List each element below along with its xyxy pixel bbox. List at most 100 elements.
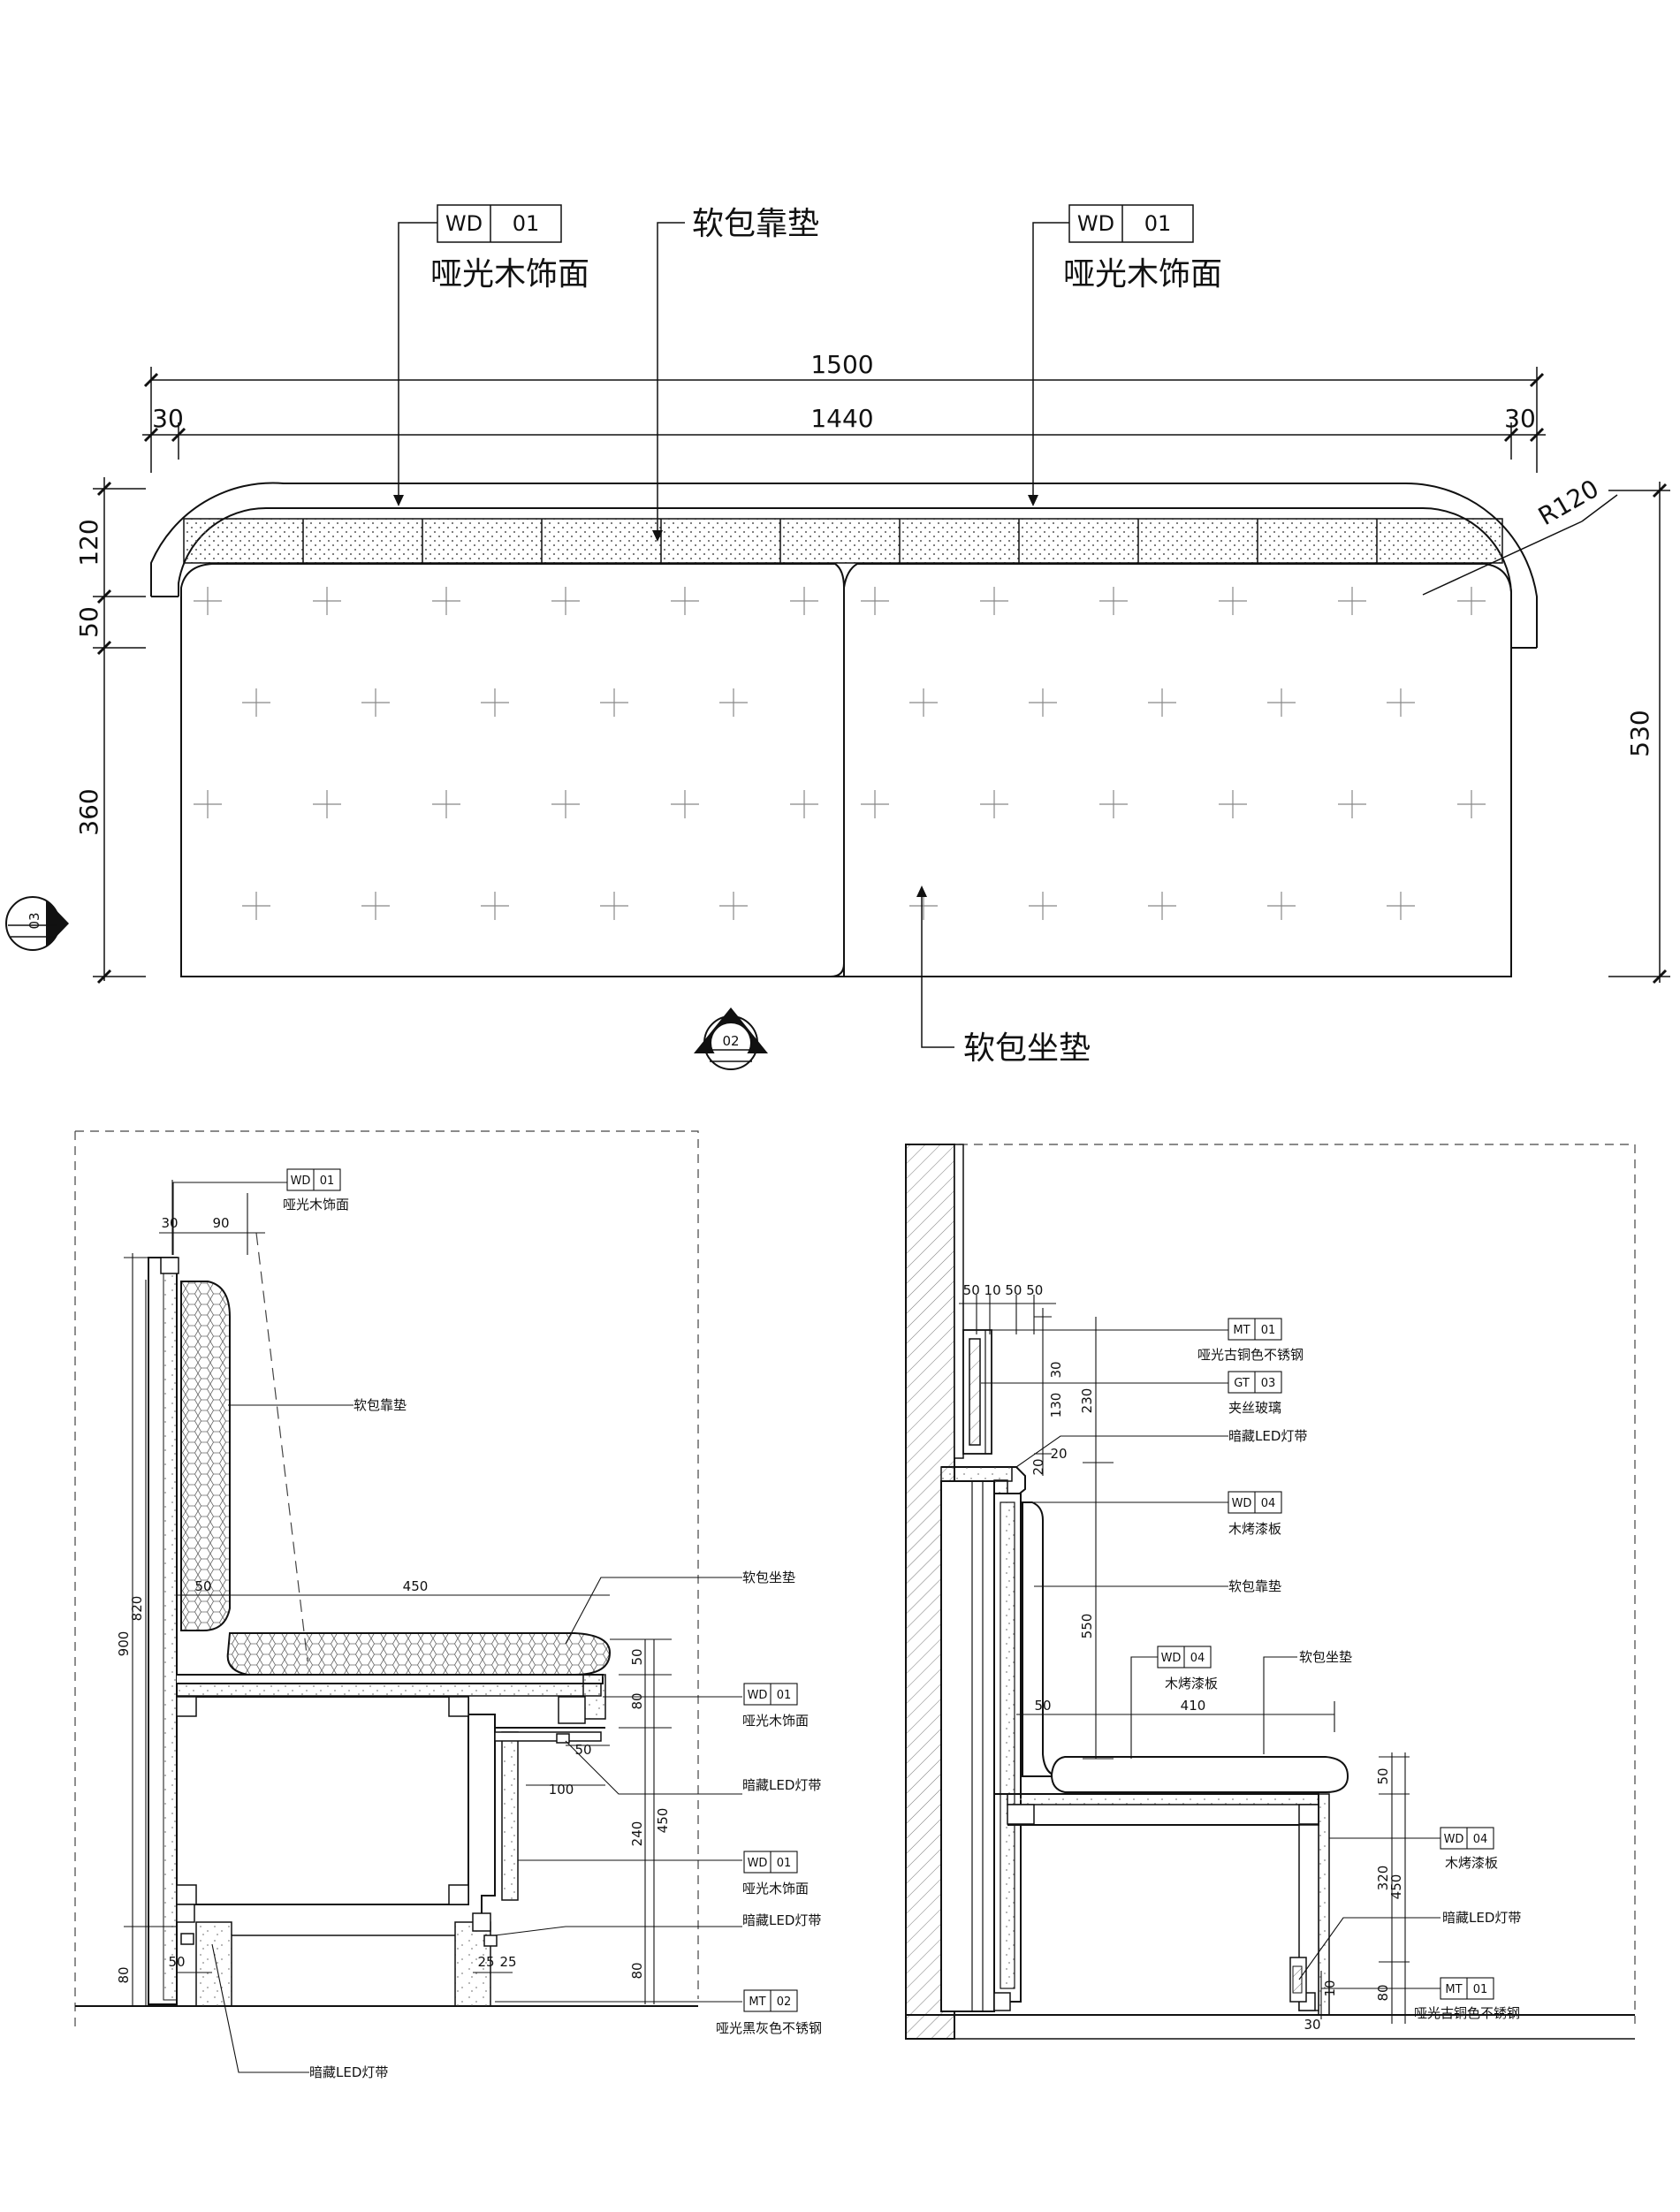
sr-dim-410: 410 [1181,1698,1206,1714]
sr-tag4-label: 木烤漆板 [1165,1676,1218,1691]
dim-1500: 1500 [810,350,873,379]
plan-tag-right-label: 哑光木饰面 [1063,256,1222,293]
sl-dim-80c: 80 [629,1962,645,1979]
section-mark-03: 03 [5,896,69,951]
sr-dim-450: 450 [1388,1874,1404,1900]
sl-dim-50d: 50 [168,1954,185,1970]
plan-tag-right-num: 01 [1144,211,1172,236]
sr-tag1-num: 01 [1261,1324,1276,1337]
plan-dimensions [93,367,1670,984]
sl-tag-mid2-label: 哑光木饰面 [742,1881,809,1897]
sl-label-led2: 暗藏LED灯带 [742,1912,821,1928]
sl-dim-50b: 50 [629,1648,645,1665]
sr-label-led2: 暗藏LED灯带 [1442,1910,1521,1926]
sr-tag2-code: GT [1234,1377,1250,1390]
sl-dim-80a: 80 [116,1966,132,1983]
sr-tag5-num: 04 [1473,1833,1488,1846]
sr-dim-20a: 20 [1030,1458,1046,1475]
sl-tag-mid2-code: WD [748,1857,768,1870]
sr-dim-50: 50 [1034,1698,1051,1714]
plan-tag-left-label: 哑光木饰面 [430,256,589,293]
sr-dim-30b: 30 [1304,2017,1320,2033]
sr-label-led1: 暗藏LED灯带 [1228,1428,1307,1444]
sl-tag-top-num: 01 [320,1174,335,1188]
sl-tag-bottom-code: MT [749,1995,765,2009]
sl-tag-mid1-label: 哑光木饰面 [742,1713,809,1729]
sr-dim-30: 30 [1048,1361,1064,1378]
plan-tag-left-num: 01 [513,211,540,236]
sr-dim-20b: 20 [1050,1446,1067,1462]
sl-dim-450h: 450 [655,1808,671,1834]
sr-tag6-code: MT [1445,1983,1462,1996]
dim-530: 530 [1625,710,1654,756]
sr-dim-80: 80 [1375,1984,1391,2001]
plan-view [150,482,1538,977]
sl-tag-bottom-label: 哑光黑灰色不锈钢 [716,2020,822,2036]
section-left-leaders [172,1168,798,2073]
section-mark-03-label: 03 [27,912,42,929]
plan-back-cushion-label: 软包靠垫 [692,206,819,242]
sr-tag2-label: 夹丝玻璃 [1228,1400,1281,1416]
sr-label-seat: 软包坐垫 [1299,1649,1352,1665]
plan-tag-left-code: WD [445,211,483,236]
sl-tag-top-code: WD [291,1174,311,1188]
sr-dim-50b: 50 [1375,1767,1391,1784]
sl-label-led1: 暗藏LED灯带 [742,1777,821,1793]
sl-dim-90: 90 [212,1215,229,1231]
sl-tag-bottom-num: 02 [777,1995,792,2009]
seat-cushion-right [843,563,1512,977]
back-cushion-dividers [302,519,1378,563]
dim-120: 120 [74,519,103,566]
plan-outer-frame [150,482,1538,648]
sr-dim-320: 320 [1375,1866,1391,1891]
sr-dim-top: 50 10 50 50 [963,1282,1044,1298]
tufting-marks [194,587,1486,920]
sr-tag3-label: 木烤漆板 [1228,1521,1281,1537]
sl-tag-mid1-num: 01 [777,1689,792,1702]
sr-tag1-code: MT [1233,1324,1250,1337]
section-left [74,1130,699,2033]
sl-label-led3: 暗藏LED灯带 [309,2064,388,2080]
section-left-dims [124,1180,672,2006]
section-mark-02: 02 [694,1007,768,1070]
dim-30-right: 30 [1504,404,1536,433]
sr-tag1-label: 哑光古铜色不锈钢 [1197,1347,1304,1363]
plan-tag-right-code: WD [1077,211,1114,236]
sr-tag6-label: 哑光古铜色不锈钢 [1414,2005,1520,2021]
sl-dim-50a: 50 [194,1578,211,1594]
sl-dim-450w: 450 [403,1578,429,1594]
sl-dim-30: 30 [161,1215,178,1231]
dim-360: 360 [74,788,103,835]
sr-dim-550: 550 [1079,1614,1095,1639]
back-cushion-band [183,518,1503,564]
sr-tag3-code: WD [1232,1497,1252,1510]
sl-tag-mid2-num: 01 [777,1857,792,1870]
sr-tag6-num: 01 [1473,1983,1488,1996]
sr-tag2-num: 03 [1261,1377,1276,1390]
sl-dim-50c: 50 [574,1742,591,1758]
sr-dim-230: 230 [1079,1388,1095,1414]
sl-dim-100: 100 [549,1782,574,1798]
sl-dim-80b: 80 [629,1692,645,1709]
dim-30-left: 30 [152,404,184,433]
sl-dim-25a: 25 [477,1954,494,1970]
sl-tag-top-label: 哑光木饰面 [283,1197,349,1212]
dim-radius: R120 [1533,474,1604,531]
sl-label-seat: 软包坐垫 [742,1570,795,1585]
section-right [905,1144,1636,2040]
sl-tag-mid1-code: WD [748,1689,768,1702]
sr-tag5-code: WD [1444,1833,1464,1846]
section-mark-02-label: 02 [722,1033,739,1049]
sr-tag5-label: 木烤漆板 [1445,1855,1498,1871]
plan-arrowheads [393,495,1038,897]
sl-dim-240: 240 [629,1821,645,1847]
sl-dim-900: 900 [116,1631,132,1657]
dim-1440: 1440 [810,404,873,433]
sr-tag4-num: 04 [1190,1652,1205,1665]
sr-dim-130: 130 [1048,1393,1064,1418]
sl-dim-820: 820 [129,1596,145,1622]
dim-50: 50 [74,606,103,638]
sr-label-back: 软包靠垫 [1228,1578,1281,1594]
plan-leaders [398,204,1194,1048]
